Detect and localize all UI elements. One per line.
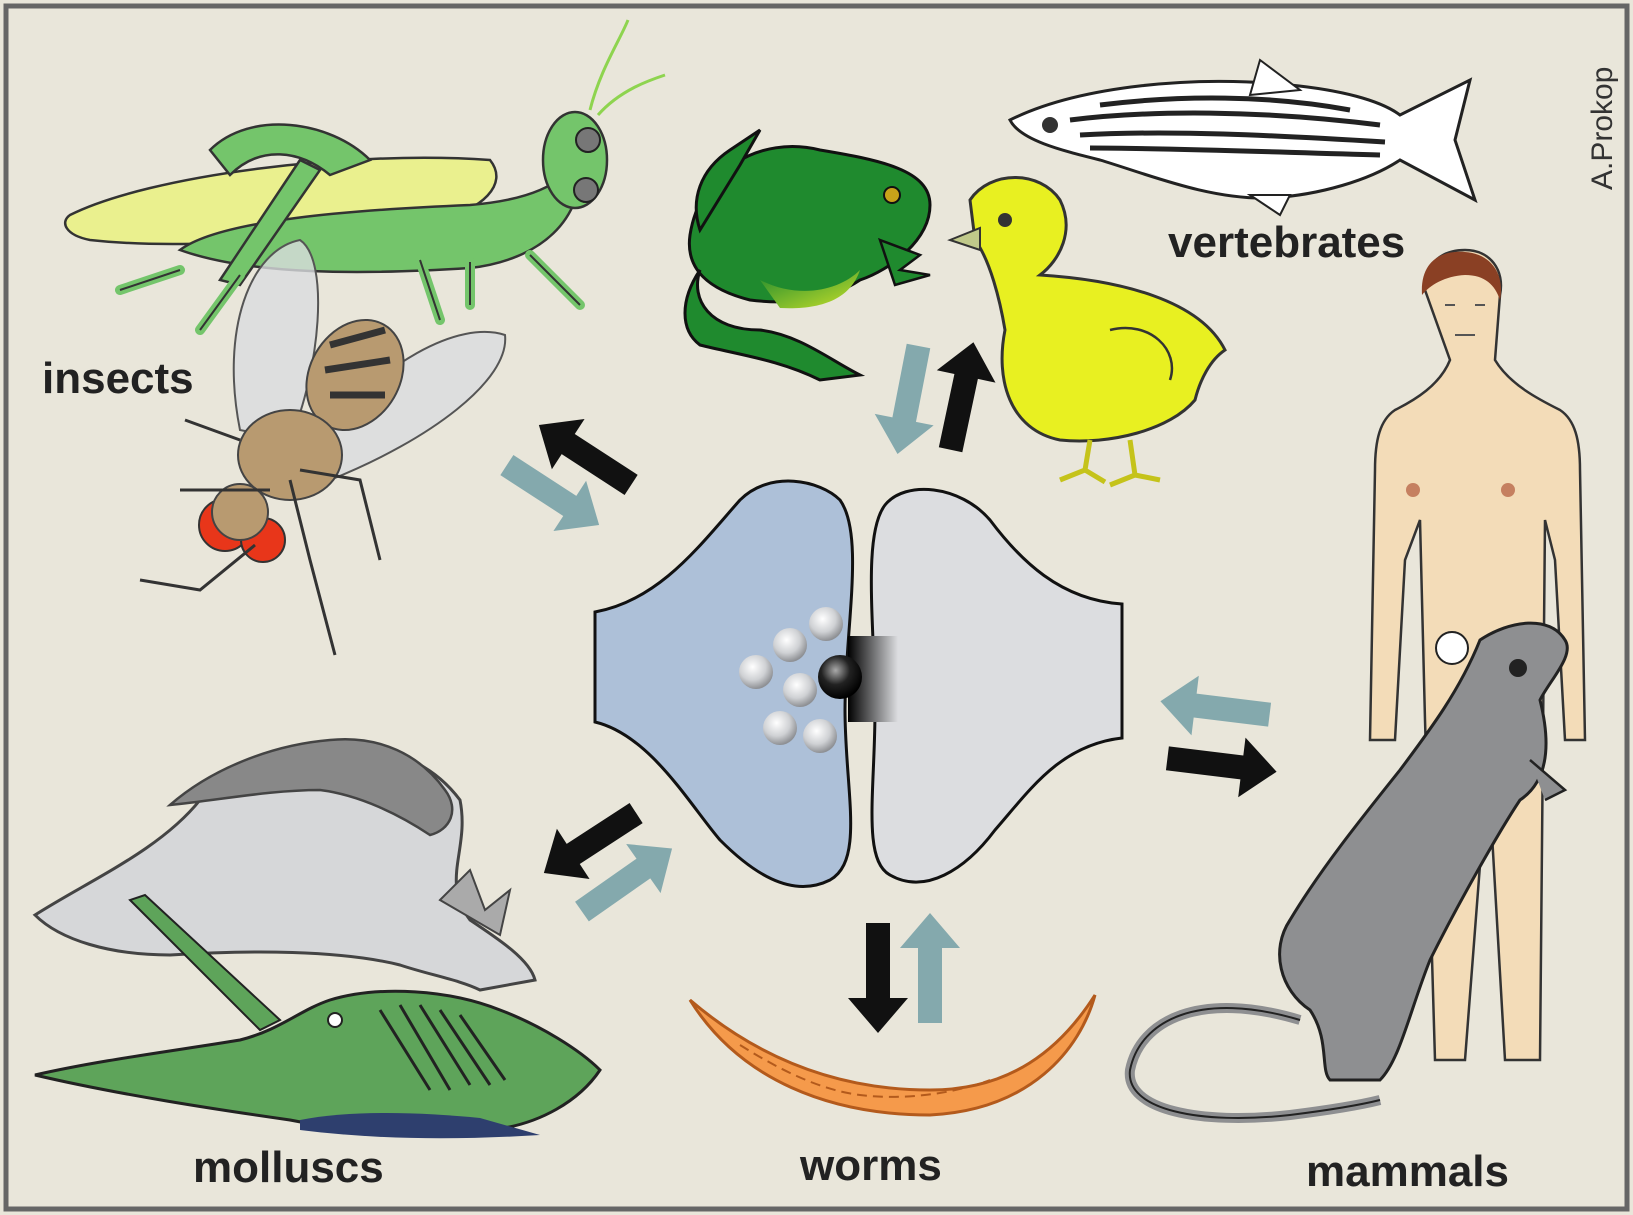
docked-vesicle [818,655,862,699]
label-molluscs: molluscs [193,1143,384,1192]
author-credit: A.Prokop [1586,67,1619,190]
label-insects: insects [42,354,194,403]
label-mammals: mammals [1306,1147,1509,1196]
label-vertebrates: vertebrates [1168,218,1405,267]
label-worms: worms [799,1141,942,1190]
